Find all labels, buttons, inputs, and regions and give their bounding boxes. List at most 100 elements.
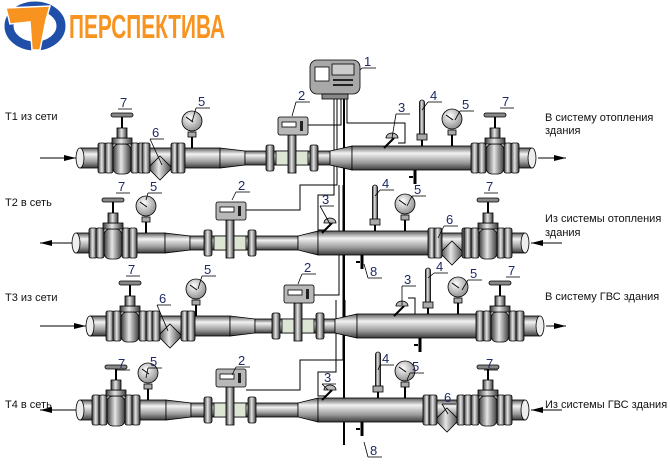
pipe-end	[535, 315, 545, 337]
pipe-flange	[510, 142, 520, 174]
logo: ПЕРСПЕКТИВА	[4, 1, 225, 51]
gauge-fitting	[447, 129, 457, 136]
inlet-label-4: Т4 в сеть	[5, 399, 52, 411]
flowmeter	[265, 116, 319, 174]
callout-temp_sensor: 3	[391, 100, 410, 139]
pressure-gauge	[447, 276, 469, 314]
gauge-fitting	[400, 381, 410, 388]
thermometer-sleeve	[422, 301, 434, 309]
flow-direction-arrow	[531, 407, 562, 413]
gauge-fitting	[187, 131, 197, 138]
callout-flowmeter: 2	[231, 353, 250, 376]
callout-leader	[363, 263, 369, 279]
wire-sensor-t4	[317, 300, 337, 397]
callout-leader	[145, 192, 149, 201]
flowmeter-screen	[287, 289, 303, 296]
callout-number: 6	[446, 212, 453, 227]
controller-screen-right	[331, 63, 355, 76]
callout-leader	[437, 225, 445, 239]
destination-label-4: Из системы ГВС здания	[545, 399, 667, 411]
filter-body-icon	[434, 407, 460, 433]
pipe-reducer	[297, 230, 319, 256]
flowmeter-screen	[219, 373, 235, 380]
callout-number: 4	[430, 88, 437, 103]
valve-bonnet	[110, 379, 122, 391]
arrow-head-icon	[40, 240, 52, 246]
destination-label-2-cont: здания	[545, 227, 581, 239]
destination-label-1-cont: здания	[545, 125, 581, 137]
pipe-end	[520, 399, 530, 421]
callout-number: 5	[414, 182, 421, 197]
filter-body-icon	[439, 240, 465, 266]
valve-body	[485, 143, 505, 175]
pipe-flange	[247, 229, 257, 257]
pressure-gauge	[394, 360, 416, 398]
inlet-label-2: Т2 в сеть	[5, 197, 52, 209]
callout-number: 3	[324, 370, 331, 385]
heat-calculator-controller	[309, 59, 361, 100]
valve-bonnet	[482, 212, 494, 224]
gauge-needle	[189, 284, 198, 291]
gauge-needle	[445, 114, 454, 121]
flow-direction-arrow	[40, 407, 76, 413]
valve-bonnet-flange	[105, 389, 127, 397]
callout-drain_valve: 8	[363, 441, 382, 458]
gauge-fitting	[143, 383, 153, 390]
callout-number: 5	[198, 94, 205, 109]
inlet-label-3: Т3 из сети	[5, 292, 58, 304]
valve-body	[103, 228, 123, 260]
flowmeter-stem	[225, 219, 235, 259]
callout-leader	[149, 138, 163, 166]
pipe-reducer	[297, 397, 319, 423]
callout-leader	[231, 191, 237, 201]
controller-base	[321, 93, 349, 100]
valve-bonnet	[482, 379, 494, 391]
callout-number: 7	[502, 94, 509, 109]
valve-handwheel-icon	[118, 280, 142, 286]
callout-number: 5	[150, 179, 157, 194]
callout-temp_sensor: 3	[319, 192, 334, 225]
gate-valve	[463, 197, 513, 260]
gate-valve	[91, 364, 141, 427]
callout-leader	[363, 441, 369, 458]
pipe-reducer	[219, 147, 246, 169]
arrow-head-icon	[40, 407, 52, 413]
callout-valve: 7	[484, 179, 498, 194]
callout-leader	[191, 107, 197, 123]
gauge-needle	[451, 282, 460, 289]
valve-body	[112, 143, 132, 175]
callout-number: 7	[118, 356, 125, 371]
gate-valve	[88, 197, 138, 260]
callout-pressure_gauge: 5	[145, 179, 162, 201]
pipe-reducer	[229, 315, 256, 337]
pipe-segment	[317, 230, 439, 256]
callout-valve: 7	[118, 95, 132, 110]
callout-pressure_gauge: 5	[406, 359, 424, 381]
valve-bonnet	[124, 295, 136, 307]
valve-handwheel-icon	[104, 364, 128, 370]
callout-valve: 7	[126, 262, 140, 277]
pipe-flange	[482, 310, 492, 342]
thermometer-tube-icon	[425, 267, 431, 305]
callout-number: 7	[118, 179, 125, 194]
controller-screen-left	[314, 66, 330, 82]
pipe-end	[71, 232, 81, 254]
callout-leader	[377, 364, 381, 371]
pipe-reducer	[164, 232, 191, 254]
controller-keys	[333, 79, 353, 81]
flowmeter-indicator	[306, 289, 309, 299]
callout-number: 2	[238, 178, 245, 193]
wire-flowmeter-t1	[306, 96, 342, 126]
callout-pressure_gauge: 5	[145, 354, 162, 379]
valve-handwheel-icon	[488, 280, 512, 286]
valve-bonnet	[494, 295, 506, 307]
valve-handwheel-icon	[476, 364, 500, 370]
sensor-probe	[321, 389, 333, 401]
pipe-segment	[135, 399, 167, 421]
arrow-head-icon	[74, 323, 86, 329]
gauge-fitting	[191, 299, 201, 306]
flowmeter	[271, 284, 325, 342]
callout-leader	[291, 101, 297, 117]
flow-direction-arrow	[546, 323, 566, 329]
strainer-filter	[141, 142, 186, 181]
